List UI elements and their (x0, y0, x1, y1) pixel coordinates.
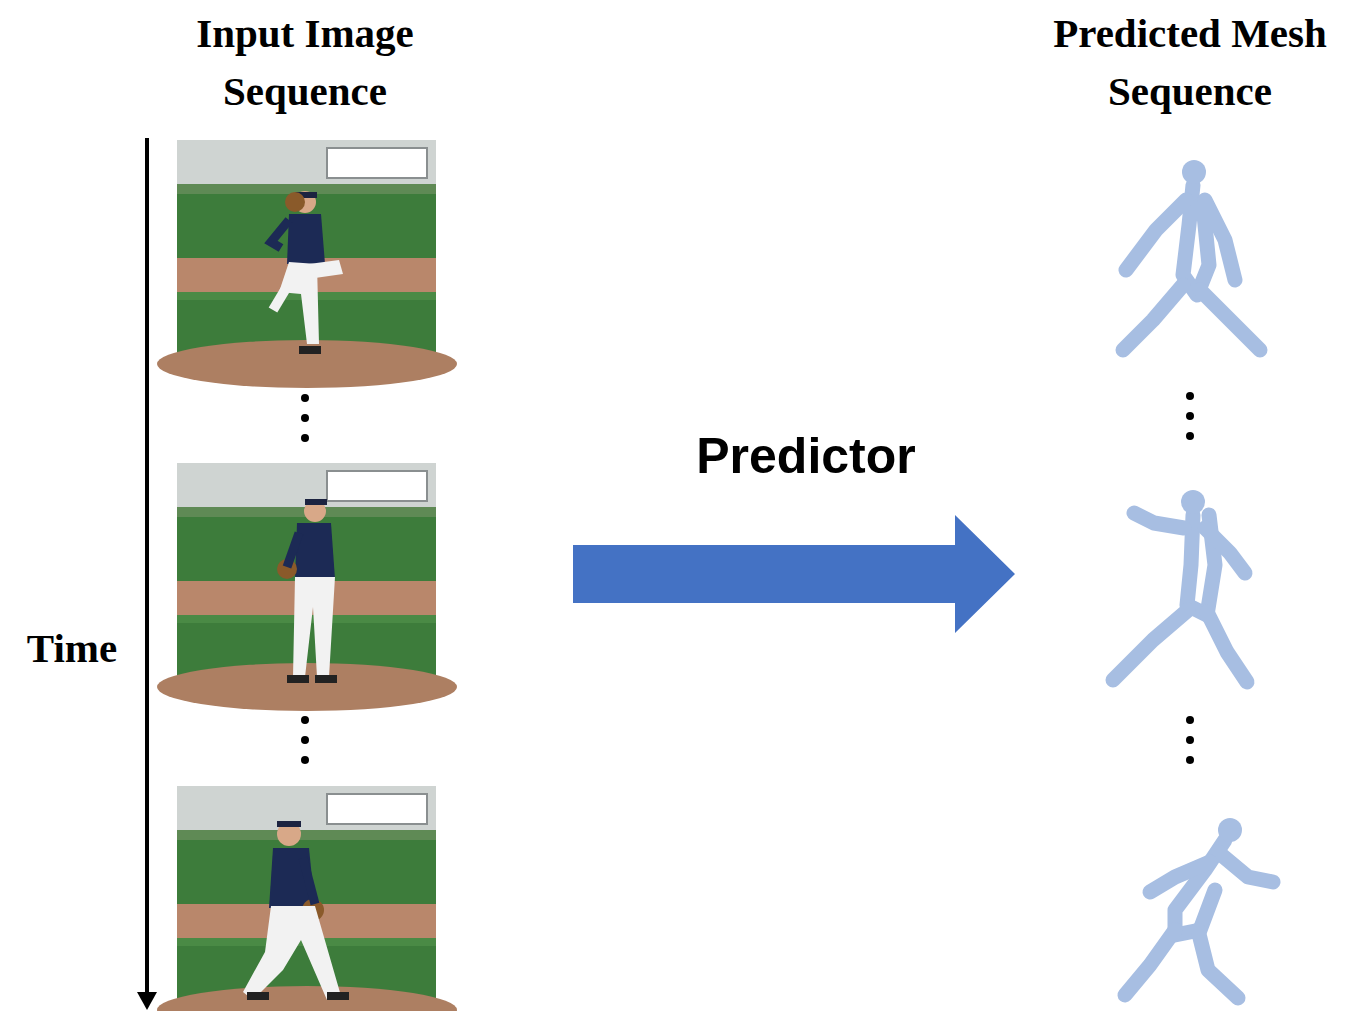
body-mesh (1125, 818, 1273, 998)
video-frame (157, 786, 457, 1011)
axis-label: Time (27, 624, 117, 672)
column-heading: Predicted Mesh Sequence (1020, 4, 1360, 120)
column-group: Predicted Mesh Sequence (1015, 0, 1368, 1011)
body-mesh (1113, 490, 1247, 682)
time-axis (145, 138, 149, 996)
video-frame (157, 463, 457, 711)
arrowhead (137, 992, 157, 1010)
ellipsis-dots (301, 392, 1194, 764)
body-mesh (1123, 160, 1260, 350)
column-group: Input Image Sequence (160, 0, 573, 1011)
edge-label: Predictor (694, 427, 918, 485)
column-heading: Input Image Sequence (160, 4, 450, 120)
video-frame (157, 140, 457, 388)
block-arrow (573, 515, 1015, 633)
